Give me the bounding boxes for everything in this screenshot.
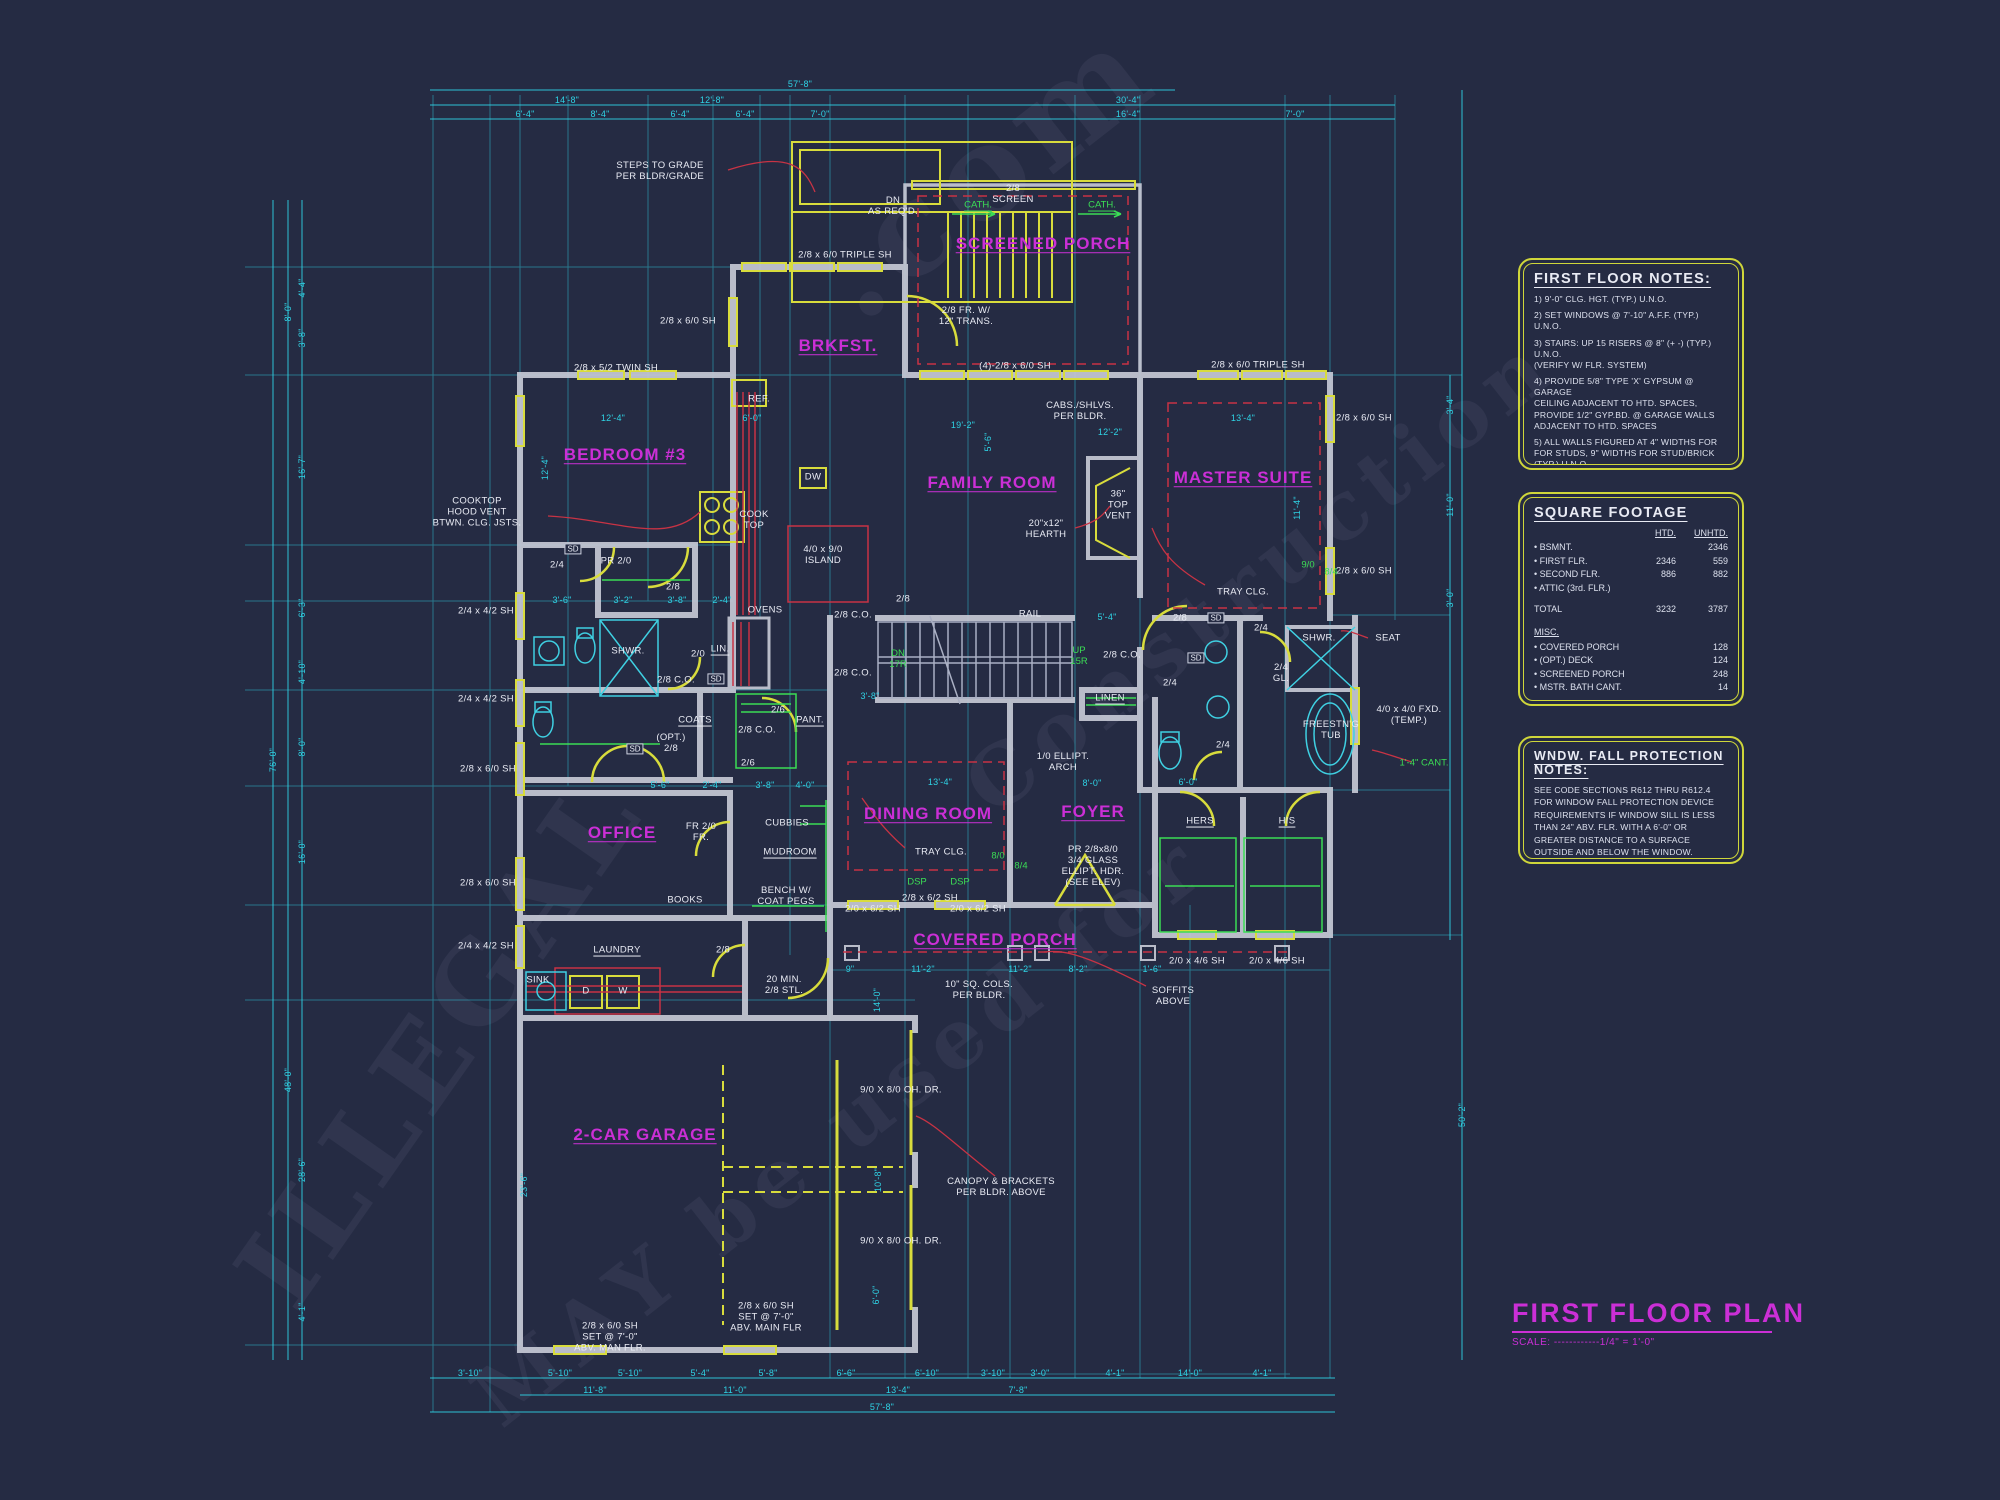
square-footage-panel: SQUARE FOOTAGE HTD. UNHTD. • BSMNT.2346 •…	[1518, 492, 1744, 706]
note-item: 3) STAIRS: UP 15 RISERS @ 8" (+ -) (TYP.…	[1534, 337, 1712, 370]
door-swings	[579, 294, 1321, 1000]
sheet-title: FIRST FLOOR PLAN	[1512, 1298, 1803, 1333]
toilet-icon	[574, 627, 596, 664]
windows-and-doors	[515, 141, 1360, 1355]
sheet-scale: SCALE: ------------1/4" = 1'-0"	[1512, 1337, 1655, 1348]
walls	[517, 183, 1358, 1353]
cooktop-icon	[699, 491, 745, 543]
sink-icon	[1204, 640, 1228, 664]
dishwasher-icon	[799, 467, 827, 489]
toilet-icon	[532, 701, 554, 738]
fireplace-firebox	[1095, 467, 1131, 559]
freestanding-tub-icon	[1305, 693, 1355, 775]
leader-lines	[547, 160, 1413, 1177]
misc-row: • MSTR. BATH CANT.14	[1534, 682, 1728, 692]
panel-title: WNDW. FALL PROTECTION NOTES:	[1534, 749, 1724, 777]
dimension-lines	[245, 89, 1463, 1413]
green-annotations	[540, 210, 1323, 933]
shower-glass	[1286, 626, 1356, 691]
first-floor-notes-panel: FIRST FLOOR NOTES: 1) 9'-0" CLG. HGT. (T…	[1518, 258, 1744, 470]
note-item: 1) 9'-0" CLG. HGT. (TYP.) U.N.O.	[1534, 294, 1667, 304]
panel-title: SQUARE FOOTAGE	[1534, 505, 1688, 521]
fall-protection-body: SEE CODE SECTIONS R612 THRU R612.4 FOR W…	[1534, 785, 1715, 858]
title-block: FIRST FLOOR PLAN SCALE: ------------1/4"…	[1512, 1298, 1803, 1348]
red-annotations	[526, 160, 1413, 1177]
window-symbols	[515, 262, 1360, 1355]
sink-icon	[1206, 695, 1230, 719]
note-item: 4) PROVIDE 5/8" TYPE 'X' GYPSUM @ GARAGE…	[1534, 376, 1715, 431]
note-item: 5) ALL WALLS FIGURED AT 4" WIDTHS FOR FO…	[1534, 436, 1718, 465]
stairs	[877, 615, 1073, 705]
laundry-sink-icon	[525, 971, 567, 1011]
sink-icon	[533, 636, 565, 666]
fixtures	[525, 619, 1356, 1011]
square-footage-row: • ATTIC (3rd. FLR.)	[1534, 582, 1611, 593]
square-footage-header: HTD. UNHTD.	[1655, 528, 1728, 538]
square-footage-row: • BSMNT.2346	[1534, 542, 1728, 552]
panel-title: FIRST FLOOR NOTES:	[1534, 271, 1712, 287]
shower-icon	[599, 619, 659, 697]
garage-doors	[722, 1030, 913, 1330]
misc-heading: MISC.	[1534, 626, 1560, 637]
note-item: 2) SET WINDOWS @ 7'-10" A.F.F. (TYP.) U.…	[1534, 310, 1699, 332]
square-footage-total: TOTAL 3232 3787	[1534, 604, 1728, 614]
fall-protection-panel: WNDW. FALL PROTECTION NOTES: SEE CODE SE…	[1518, 736, 1744, 864]
toilet-icon	[1158, 731, 1182, 770]
